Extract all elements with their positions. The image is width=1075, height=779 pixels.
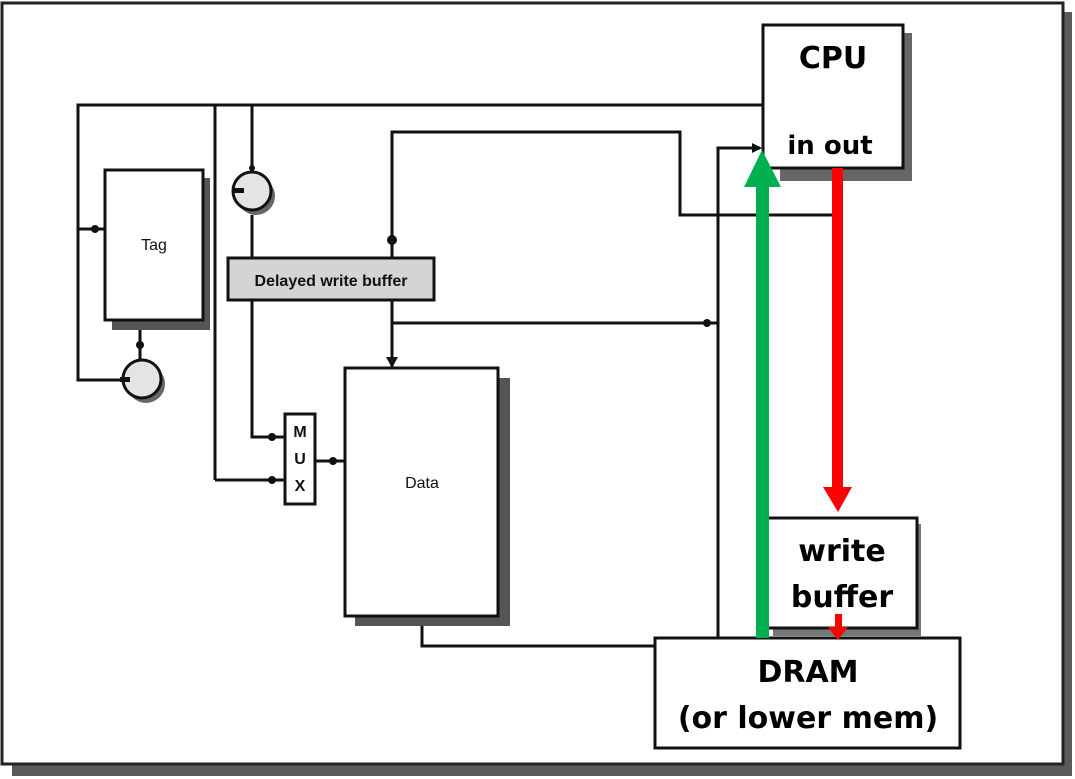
data-label: Data xyxy=(405,475,439,492)
write-buffer-line2: buffer xyxy=(791,580,893,615)
read-path-arrow xyxy=(744,150,781,638)
write-buffer-line1: write xyxy=(798,534,885,569)
tag-block: Tag xyxy=(103,168,210,330)
dram-line2: (or lower mem) xyxy=(678,701,938,736)
wire-cpu-out-to-dwb xyxy=(390,130,838,262)
cpu-title: CPU xyxy=(799,41,867,76)
dram-block: DRAM (or lower mem) xyxy=(653,636,962,750)
comparator-bottom xyxy=(120,358,165,403)
junctions xyxy=(91,143,762,484)
mux-letter-3: X xyxy=(295,478,306,495)
write-path-arrow xyxy=(823,168,852,512)
comparator-top xyxy=(231,170,275,215)
delayed-write-buffer-block: Delayed write buffer xyxy=(226,256,436,302)
write-buffer-to-dram-arrow xyxy=(828,614,848,640)
data-block: Data xyxy=(343,366,510,626)
mux-letter-1: M xyxy=(293,424,306,441)
write-buffer-block: write buffer xyxy=(765,516,921,636)
wire-cpu-in xyxy=(716,146,760,640)
cpu-block: CPU in out xyxy=(761,23,912,181)
wire-address-bus xyxy=(76,103,763,382)
cpu-ports-label: in out xyxy=(787,131,872,161)
tag-label: Tag xyxy=(141,237,167,254)
dram-line1: DRAM xyxy=(757,655,858,690)
mux-letter-2: U xyxy=(294,451,306,468)
delayed-write-buffer-label: Delayed write buffer xyxy=(255,273,408,290)
mux-block: M U X xyxy=(283,412,317,506)
